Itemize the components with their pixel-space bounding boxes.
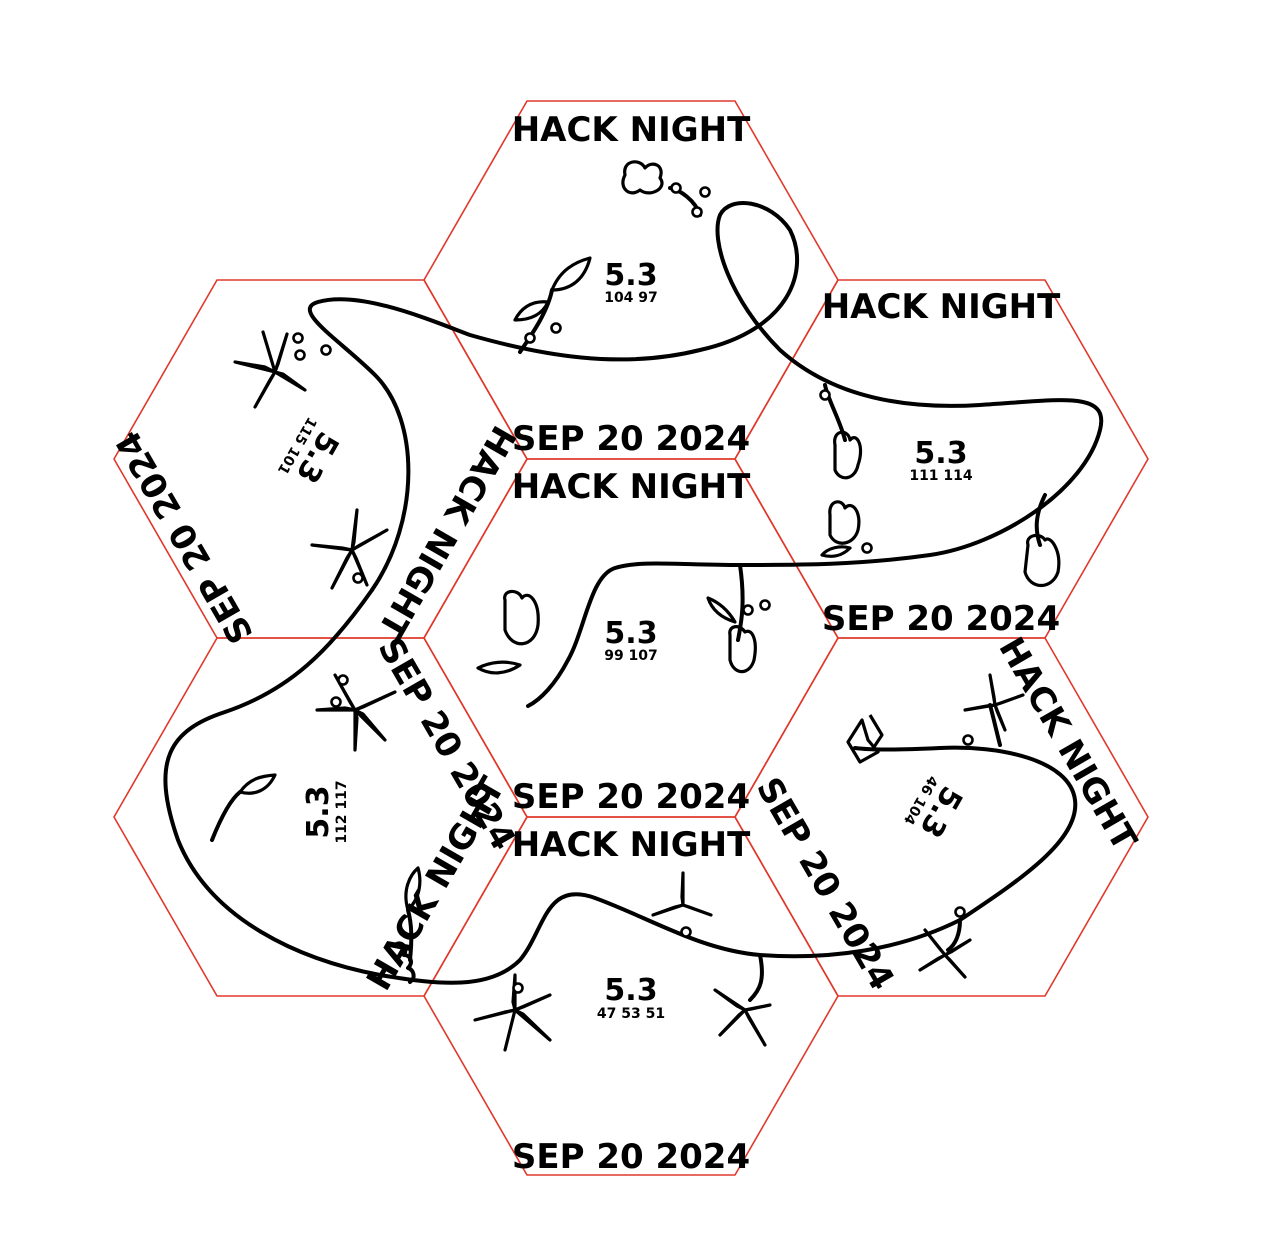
tile-lower-right-name-group: HACK NIGHT — [990, 631, 1144, 858]
tile-top-version: 5.3 — [604, 258, 657, 293]
tile-lower-right-date-group: SEP 20 2024 — [748, 771, 902, 997]
tile-lower-right-name: HACK NIGHT — [990, 631, 1144, 858]
squiggle-icon — [393, 941, 416, 984]
flower-icon — [963, 673, 1025, 732]
flower-icon — [651, 871, 713, 917]
vine-stem-7 — [406, 908, 414, 962]
tile-lower-left-name-group: HACK NIGHT — [359, 770, 513, 997]
vine-stem-6 — [210, 790, 242, 842]
vine-lower-loop — [163, 588, 1078, 985]
tile-bottom-version: 5.3 — [604, 973, 657, 1008]
tile-center-version: 5.3 — [604, 616, 657, 651]
vine-stem-8 — [748, 953, 764, 1002]
vine-stem-5 — [736, 563, 745, 642]
tile-upper-right: HACK NIGHT 5.3 111 114 SEP 20 2024 — [822, 287, 1061, 639]
tile-lower-right-center: 5.3 46 104 — [900, 773, 969, 844]
tile-upper-left-date: SEP 20 2024 — [108, 424, 262, 650]
vine-stem-3 — [823, 383, 847, 442]
tile-lower-right-date: SEP 20 2024 — [748, 771, 902, 997]
tile-upper-left-center: 5.3 115 101 — [274, 414, 346, 489]
tile-top-footer: SEP 20 2024 — [512, 419, 750, 459]
tile-top-codes: 104 97 — [604, 290, 658, 306]
tile-lower-left-version: 5.3 — [301, 785, 336, 838]
tile-bottom-heading: HACK NIGHT — [512, 825, 751, 865]
foliage — [233, 160, 1061, 1052]
hex-bottom — [423, 816, 839, 1176]
leaf-icon — [238, 256, 852, 912]
flower-icon — [918, 928, 972, 979]
tile-upper-left-name: HACK NIGHT — [369, 419, 523, 646]
tile-upper-left: SEP 20 2024 — [108, 424, 262, 650]
tile-center-footer: SEP 20 2024 — [512, 777, 750, 817]
tile-upper-right-heading: HACK NIGHT — [822, 287, 1061, 327]
tulip-icon — [503, 160, 1061, 674]
tile-bottom-codes: 47 53 51 — [597, 1006, 665, 1022]
hex-outlines — [113, 100, 1149, 1176]
tile-lower-left-date-group: SEP 20 2024 — [370, 631, 524, 857]
tile-lower-left-center: 5.3 112 117 — [301, 780, 350, 843]
tile-upper-right-codes: 111 114 — [909, 468, 973, 484]
tile-upper-right-footer: SEP 20 2024 — [822, 599, 1060, 639]
flower-icon — [713, 988, 772, 1047]
box-icon — [846, 714, 884, 764]
tile-lower-left-codes: 112 117 — [334, 780, 350, 843]
tile-center-codes: 99 107 — [604, 648, 658, 664]
flower-icon — [315, 673, 397, 752]
tile-lower-left-name: HACK NIGHT — [359, 770, 513, 997]
tile-center-heading: HACK NIGHT — [512, 467, 751, 507]
tile-upper-left-name-group: HACK NIGHT — [369, 419, 523, 646]
flower-icon — [310, 508, 389, 590]
tile-center: HACK NIGHT 5.3 99 107 SEP 20 2024 — [512, 467, 751, 817]
vine-stem-9 — [946, 918, 962, 952]
vine-main — [308, 201, 1104, 708]
bud-icons — [292, 182, 974, 994]
vine-stem-4 — [1034, 493, 1047, 547]
flower-icon — [233, 330, 307, 409]
tile-lower-left-date: SEP 20 2024 — [370, 631, 524, 857]
tile-bottom: HACK NIGHT 5.3 47 53 51 SEP 20 2024 — [512, 825, 751, 1177]
vine-stem-1 — [518, 288, 554, 354]
tile-top: HACK NIGHT 5.3 104 97 SEP 20 2024 — [512, 110, 751, 459]
flower-icon — [473, 973, 552, 1052]
tile-upper-right-version: 5.3 — [914, 436, 967, 471]
tile-bottom-footer: SEP 20 2024 — [512, 1137, 750, 1177]
tile-top-heading: HACK NIGHT — [512, 110, 751, 150]
